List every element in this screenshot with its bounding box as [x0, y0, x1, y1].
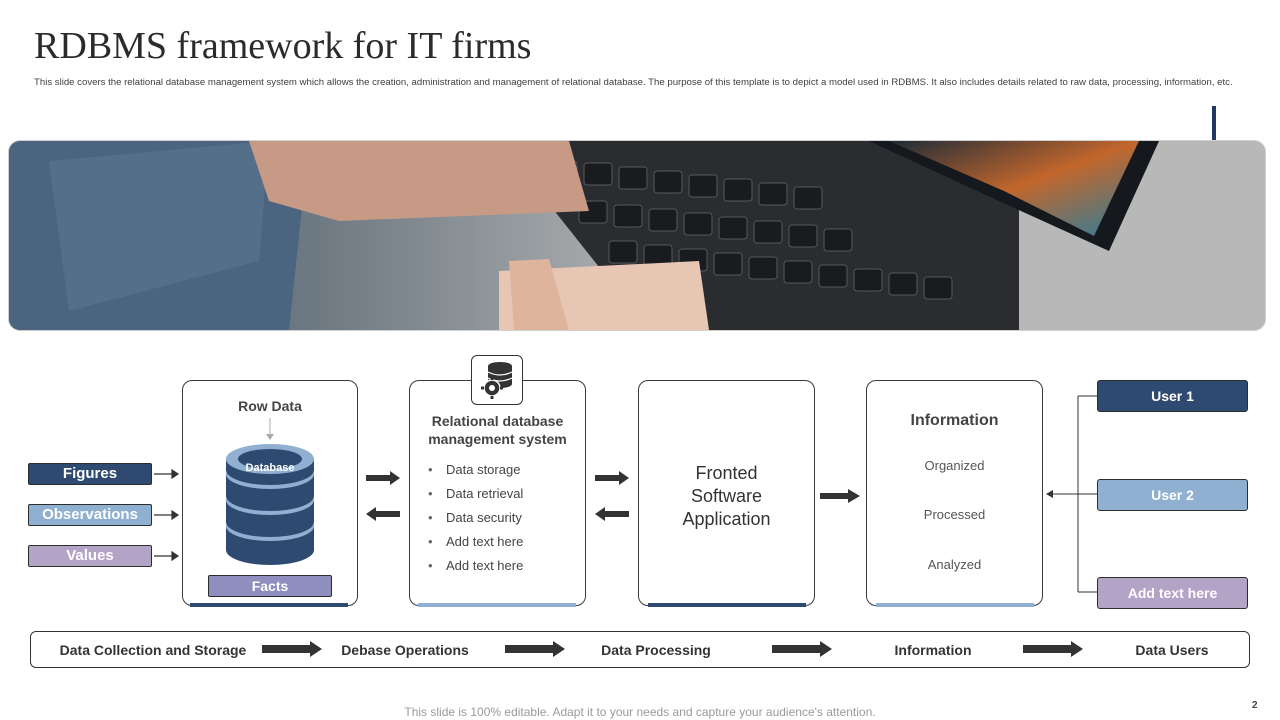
page-description: This slide covers the relational databas… [34, 77, 1233, 88]
frontend-line2: Software [690, 486, 763, 506]
page-title: RDBMS framework for IT firms [34, 25, 532, 67]
information-box [866, 380, 1043, 606]
database-label: Database [245, 462, 295, 474]
down-arrow-icon [266, 418, 274, 440]
information-title: Information [910, 412, 999, 429]
database-gear-icon [481, 362, 513, 399]
frontend-line1: Fronted [695, 463, 758, 483]
frontend-title: Fronted Software Application [638, 462, 815, 531]
database-icon [226, 444, 314, 565]
facts-tag: Facts [208, 575, 332, 597]
frontend-underline [648, 603, 806, 607]
user-2-tag: User 2 [1097, 479, 1248, 511]
information-underline [876, 603, 1034, 607]
input-arrows [154, 468, 180, 562]
stage-arrow-3 [772, 641, 832, 657]
stage-data-processing: Data Processing [601, 642, 711, 658]
stage-data-collection: Data Collection and Storage [59, 642, 247, 658]
user-1-tag: User 1 [1097, 380, 1248, 412]
raw-data-title: Row Data [238, 398, 302, 414]
frontend-box [638, 380, 815, 606]
list-item: •Data security [428, 510, 522, 525]
information-organized: Organized [924, 458, 985, 473]
list-item: •Add text here [428, 558, 524, 573]
stage-arrow-4 [1023, 641, 1083, 657]
list-item: •Data storage [428, 462, 521, 477]
information-processed: Processed [923, 507, 986, 522]
rdbms-list: •Data storage •Data retrieval •Data secu… [428, 462, 523, 582]
list-item: •Add text here [428, 534, 524, 549]
frontend-line3: Application [682, 509, 771, 529]
rdbms-icon-frame [471, 355, 523, 405]
bidirectional-arrow-1 [366, 471, 400, 521]
stage-database-operations: Debase Operations [341, 642, 469, 658]
bidirectional-arrow-2 [595, 471, 629, 521]
rdbms-title-line1: Relational database [431, 413, 564, 429]
page-number: 2 [1252, 700, 1258, 711]
stage-arrow-2 [505, 641, 565, 657]
information-analyzed: Analyzed [927, 557, 982, 572]
list-item: •Data retrieval [428, 486, 524, 501]
stage-data-users: Data Users [1135, 642, 1209, 658]
right-arrow [820, 489, 860, 503]
rdbms-underline [418, 603, 576, 607]
laptop-photo [8, 140, 1266, 331]
input-observations: Observations [28, 504, 152, 526]
stage-arrow-1 [262, 641, 322, 657]
input-figures: Figures [28, 463, 152, 485]
user-connector [1046, 395, 1098, 593]
footer-note: This slide is 100% editable. Adapt it to… [404, 705, 876, 719]
stage-information: Information [894, 642, 972, 658]
input-values: Values [28, 545, 152, 567]
rdbms-box [409, 380, 586, 606]
user-add-tag: Add text here [1097, 577, 1248, 609]
rdbms-title-line2: management system [428, 431, 567, 447]
rdbms-title: Relational database management system [409, 412, 586, 448]
raw-data-underline [190, 603, 348, 607]
